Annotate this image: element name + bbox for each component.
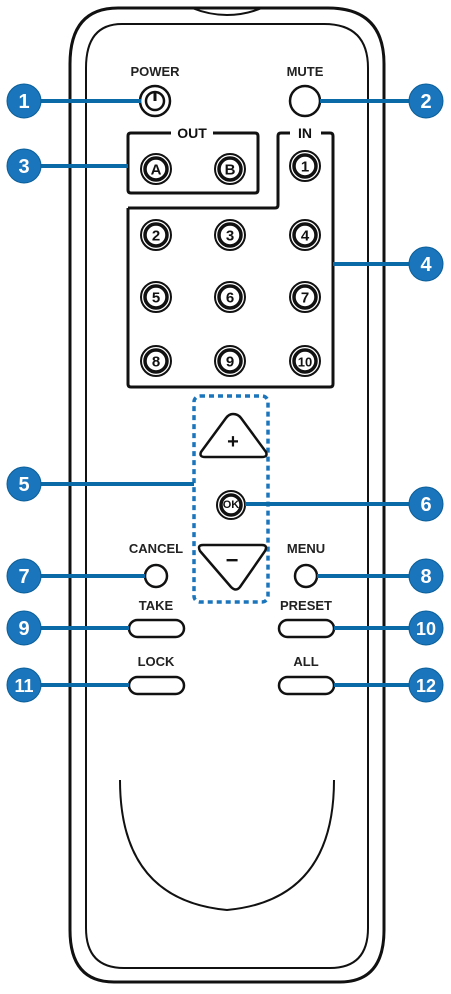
remote-bottom-curve (119, 779, 335, 912)
in-key-7-button[interactable]: 7 (289, 281, 321, 313)
callout-7: 7 (6, 558, 42, 594)
callout-10: 10 (408, 610, 444, 646)
key-label: 10 (298, 355, 312, 370)
plus-button[interactable]: + (199, 412, 268, 459)
preset-button[interactable] (277, 618, 336, 639)
lock-button[interactable] (127, 675, 186, 696)
lock-label: LOCK (138, 654, 175, 669)
key-label: 5 (152, 290, 160, 307)
callout-8: 8 (408, 558, 444, 594)
callout-number: 11 (14, 676, 33, 696)
mute-button[interactable] (288, 84, 322, 118)
in-key-2-button[interactable]: 2 (140, 219, 172, 251)
in-key-5-button[interactable]: 5 (140, 281, 172, 313)
out-key-b-button[interactable]: B (214, 153, 246, 185)
cancel-label: CANCEL (129, 541, 183, 556)
remote-inner-edge (85, 23, 369, 969)
callout-number: 12 (416, 676, 436, 696)
cancel-button[interactable] (143, 563, 169, 589)
out-group-box (126, 131, 260, 195)
in-key-4-button[interactable]: 4 (289, 219, 321, 251)
callout-number: 10 (416, 619, 436, 639)
in-key-9-button[interactable]: 9 (214, 345, 246, 377)
in-key-10-button[interactable]: 10 (289, 345, 321, 377)
key-label: 6 (226, 290, 234, 307)
in-key-8-button[interactable]: 8 (140, 345, 172, 377)
callout-number: 7 (18, 566, 29, 588)
callout-6: 6 (408, 486, 444, 522)
keypad: A B 1 2 3 4 5 6 7 8 9 10 (140, 150, 321, 377)
menu-label: MENU (287, 541, 325, 556)
menu-button[interactable] (293, 563, 319, 589)
callout-number: 3 (18, 156, 29, 178)
callout-number: 2 (420, 91, 431, 113)
callout-9: 9 (6, 610, 42, 646)
preset-label: PRESET (280, 598, 332, 613)
key-label: 8 (152, 354, 160, 371)
in-group-label: IN (298, 125, 312, 141)
callout-5: 5 (6, 466, 42, 502)
all-label: ALL (293, 654, 318, 669)
callout-12: 12 (408, 667, 444, 703)
key-label: 1 (301, 159, 309, 176)
take-label: TAKE (139, 598, 174, 613)
minus-button[interactable]: − (197, 543, 268, 591)
all-button[interactable] (277, 675, 336, 696)
callout-number: 1 (18, 91, 29, 113)
key-label: 2 (152, 228, 160, 245)
in-key-3-button[interactable]: 3 (214, 219, 246, 251)
power-label: POWER (130, 64, 180, 79)
key-label: A (151, 162, 162, 179)
in-group-box (126, 131, 335, 389)
in-key-1-button[interactable]: 1 (289, 150, 321, 182)
key-label: 3 (226, 228, 234, 245)
key-label: B (225, 162, 236, 179)
callout-number: 4 (420, 254, 432, 276)
mute-label: MUTE (287, 64, 324, 79)
callout-11: 11 (6, 667, 42, 703)
out-group-label: OUT (177, 125, 207, 141)
key-label: 9 (226, 354, 234, 371)
callout-4: 4 (408, 246, 444, 282)
callout-2: 2 (408, 83, 444, 119)
callout-number: 9 (18, 618, 29, 640)
ok-label: OK (223, 499, 240, 511)
callout-number: 6 (420, 494, 431, 516)
remote-top-notch (191, 7, 263, 16)
navigation-dotted-frame (192, 394, 270, 604)
key-label: 4 (301, 228, 310, 245)
plus-icon: + (227, 431, 239, 453)
callout-number: 5 (18, 474, 29, 496)
callout-1: 1 (6, 83, 42, 119)
minus-icon: − (226, 548, 239, 573)
callout-3: 3 (6, 148, 42, 184)
key-label: 7 (301, 290, 309, 307)
power-button[interactable] (138, 84, 172, 118)
ok-button[interactable]: OK (216, 490, 246, 520)
take-button[interactable] (127, 618, 186, 639)
out-key-a-button[interactable]: A (140, 153, 172, 185)
in-key-6-button[interactable]: 6 (214, 281, 246, 313)
callout-number: 8 (420, 566, 431, 588)
